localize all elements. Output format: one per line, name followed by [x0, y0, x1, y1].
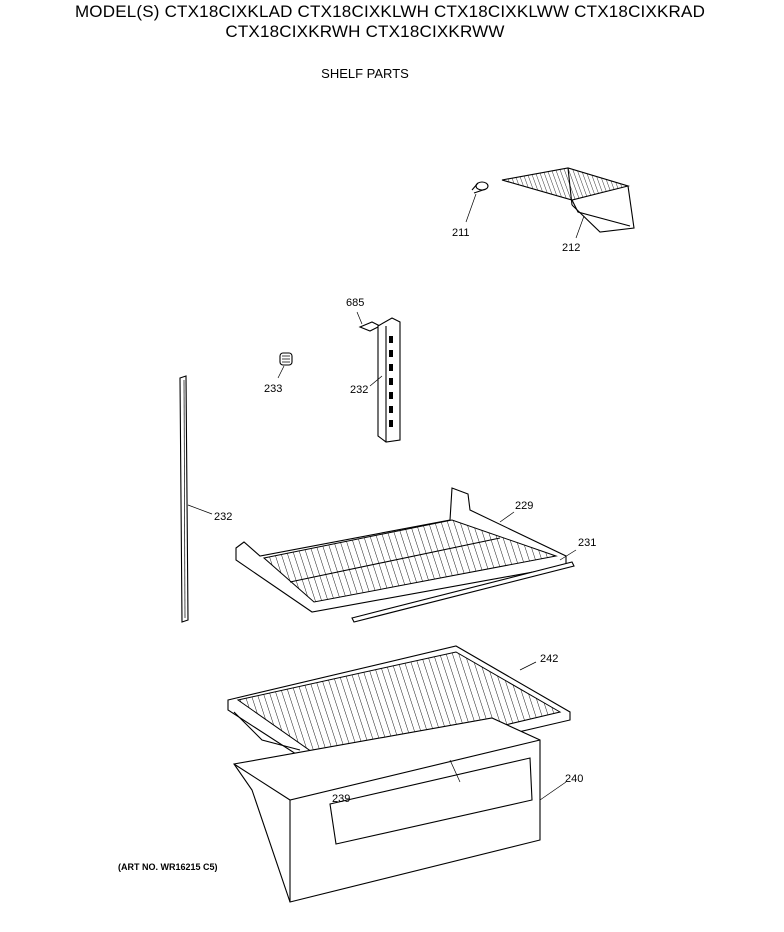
part-212-wire-shelf: [501, 167, 635, 239]
label-239: 239: [332, 793, 350, 805]
label-685: 685: [346, 297, 364, 309]
label-233: 233: [264, 383, 282, 395]
part-232-center-shelf-rail: [369, 317, 401, 443]
part-229-shelf: [235, 487, 567, 613]
part-242-pan-cover: [227, 645, 571, 777]
section-title: SHELF PARTS: [321, 66, 409, 81]
art-number: (ART NO. WR16215 C5): [118, 862, 218, 872]
part-240-crisper-pan: [233, 717, 567, 903]
label-242: 242: [540, 653, 558, 665]
label-231: 231: [578, 537, 596, 549]
label-232-left: 232: [214, 511, 232, 523]
label-212: 212: [562, 242, 580, 254]
model-list-line-1: MODEL(S) CTX18CIXKLAD CTX18CIXKLWH CTX18…: [74, 2, 706, 21]
label-240: 240: [565, 773, 583, 785]
part-233-cap: [277, 352, 293, 379]
label-211: 211: [452, 227, 470, 239]
label-229: 229: [515, 500, 533, 512]
label-232-center: 232: [350, 384, 368, 396]
part-232-left-shelf-rail: [179, 375, 213, 623]
model-list-line-2: CTX18CIXKRWH CTX18CIXKRWW: [225, 22, 505, 41]
part-685-clip: [356, 311, 382, 332]
part-231-shelf-trim: [351, 549, 577, 623]
part-211-shelf-stud: [465, 181, 489, 223]
